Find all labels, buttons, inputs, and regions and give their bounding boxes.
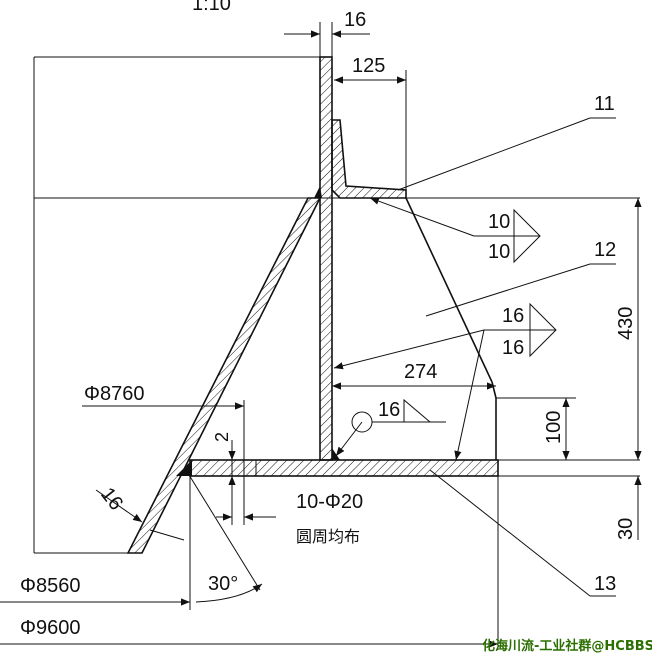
dim-diameter-inner: Φ8760: [82, 383, 244, 410]
vertical-web-plate: [319, 56, 333, 461]
dim-web-thickness: 16: [284, 9, 370, 57]
inclined-skirt-plate: [126, 197, 322, 554]
weld-fillet-top: [314, 186, 322, 198]
svg-text:16: 16: [96, 484, 127, 515]
svg-text:125: 125: [352, 55, 385, 77]
svg-text:Φ9600: Φ9600: [20, 617, 80, 639]
weld-symbol-bottom: 16: [335, 398, 446, 457]
weld-symbol-middle: 16 16: [333, 302, 557, 461]
part-label-11: 11: [397, 93, 616, 191]
svg-text:30°: 30°: [208, 573, 238, 595]
part-label-13: 13: [429, 469, 616, 597]
svg-text:13: 13: [594, 573, 616, 595]
tank-shell-outline: [33, 56, 640, 554]
svg-text:16: 16: [502, 305, 524, 327]
svg-text:16: 16: [502, 337, 524, 359]
svg-text:10: 10: [488, 241, 510, 263]
dim-diameter-base-inner: Φ8560: [0, 476, 191, 610]
dim-height: 430: [615, 198, 642, 460]
svg-text:12: 12: [594, 239, 616, 261]
angle-flange-11: [331, 119, 407, 199]
weld-fillet-base: [176, 460, 192, 476]
svg-text:10: 10: [488, 211, 510, 233]
svg-text:Φ8560: Φ8560: [20, 575, 80, 597]
watermark: 化海川流-工业社群@HCBBS: [482, 638, 652, 654]
svg-text:430: 430: [615, 307, 637, 340]
dim-edge-height: 100: [496, 397, 576, 460]
svg-text:30: 30: [615, 518, 637, 540]
svg-text:2: 2: [212, 432, 232, 442]
weld-symbol-upper: 10 10: [369, 197, 541, 264]
part-label-12: 12: [425, 239, 616, 317]
weld-fillet-inner: [332, 448, 340, 460]
dim-flange-width: 125: [334, 55, 407, 190]
svg-text:274: 274: [404, 361, 437, 383]
gusset-plate-12: [405, 197, 497, 460]
svg-text:10-Φ20: 10-Φ20: [296, 491, 363, 513]
svg-text:16: 16: [344, 9, 366, 31]
dim-base-offset: 30: [615, 476, 642, 540]
dim-hole-offset: 2: [212, 432, 236, 490]
svg-text:16: 16: [378, 399, 400, 421]
dim-diameter-outer: Φ9600: [0, 476, 499, 650]
svg-text:100: 100: [543, 411, 565, 444]
dim-gusset-width: 274: [332, 361, 496, 390]
base-ring-plate-13: [189, 459, 499, 477]
svg-text:圆周均布: 圆周均布: [296, 527, 360, 546]
scale-label: 1:10: [192, 0, 231, 15]
hole-spec: 10-Φ20 圆周均布: [296, 491, 363, 546]
dim-angle: 30°: [185, 469, 263, 603]
svg-text:11: 11: [594, 93, 615, 115]
svg-text:Φ8760: Φ8760: [84, 383, 144, 405]
